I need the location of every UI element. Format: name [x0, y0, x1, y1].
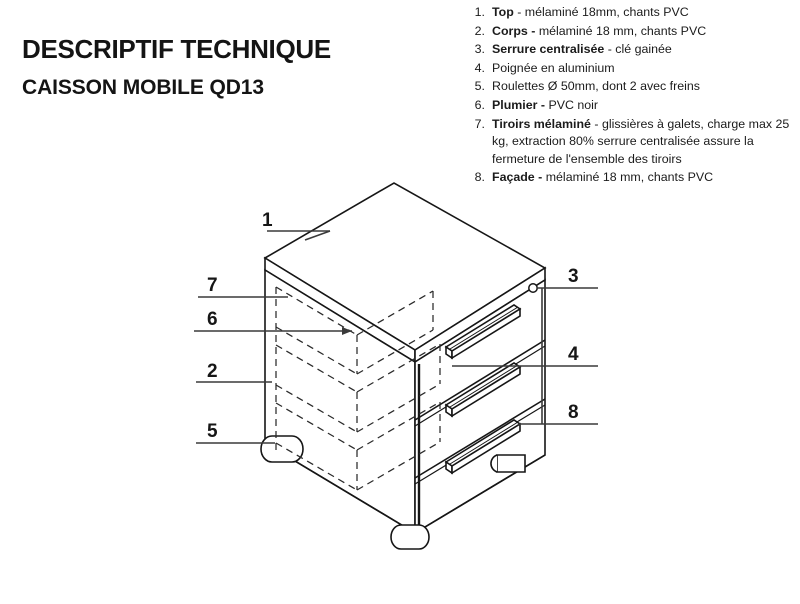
list-item-text: Top - mélaminé 18mm, chants PVC: [492, 4, 796, 22]
list-item-bold: Serrure centralisée: [492, 42, 605, 57]
callout-1: 1: [262, 210, 273, 231]
list-item-number: 4.: [474, 60, 485, 75]
caster-front-left: [260, 435, 304, 463]
list-item-rest: Poignée en aluminium: [492, 60, 615, 75]
list-item-rest: - mélaminé 18mm, chants PVC: [513, 5, 689, 19]
list-item: 6. Plumier - PVC noir: [466, 97, 796, 115]
drawer-divider-2: [414, 398, 546, 479]
list-item-text: Corps - mélaminé 18 mm, chants PVC: [492, 23, 796, 41]
list-item-rest: mélaminé 18 mm, chants PVC: [542, 170, 714, 185]
caster-front-right: [390, 524, 430, 550]
callout-8: 8: [568, 402, 579, 423]
drawer-divider-1: [414, 339, 546, 421]
leader-arrow-6: [342, 327, 352, 335]
list-item-number: 1.: [474, 5, 485, 19]
specification-list: 1. Top - mélaminé 18mm, chants PVC 2. Co…: [466, 4, 796, 188]
central-lock-icon: [528, 283, 538, 293]
callout-2: 2: [207, 361, 218, 382]
list-item-text: Serrure centralisée - clé gainée: [492, 41, 796, 59]
list-item-rest: mélaminé 18 mm, chants PVC: [535, 23, 707, 38]
handle-2: [444, 362, 522, 418]
callout-6: 6: [207, 309, 218, 330]
list-item-number: 2.: [474, 23, 485, 38]
list-item-rest: - clé gainée: [604, 42, 672, 57]
leader-line-1b: [304, 230, 331, 241]
list-item-bold: Corps -: [492, 23, 536, 38]
callout-4: 4: [568, 344, 579, 365]
list-item-number: 5.: [474, 79, 485, 94]
list-item: 5. Roulettes Ø 50mm, dont 2 avec freins: [466, 78, 796, 96]
list-item-rest: PVC noir: [545, 97, 599, 112]
list-item-rest: Roulettes Ø 50mm, dont 2 avec freins: [492, 79, 700, 94]
list-item: 2. Corps - mélaminé 18 mm, chants PVC: [466, 23, 796, 41]
list-item-bold: Tiroirs mélaminé: [492, 116, 591, 131]
callout-3: 3: [568, 266, 579, 287]
list-item: 7. Tiroirs mélaminé - glissières à galet…: [466, 116, 796, 169]
list-item-rest: - glissières à galets, charge max 25 kg,…: [492, 116, 790, 166]
list-item: 4. Poignée en aluminium: [466, 60, 796, 78]
title-block: DESCRIPTIF TECHNIQUE CAISSON MOBILE QD13: [22, 34, 442, 100]
callout-7: 7: [207, 275, 218, 296]
list-item-text: Tiroirs mélaminé - glissières à galets, …: [492, 116, 796, 169]
list-item-number: 7.: [474, 116, 485, 131]
caster-rear-right: [490, 454, 526, 473]
list-item-text: Poignée en aluminium: [492, 60, 796, 78]
handle-1: [444, 304, 522, 360]
list-item-text: Façade - mélaminé 18 mm, chants PVC: [492, 169, 796, 187]
handle-3: [444, 419, 522, 475]
list-item-number: 6.: [474, 97, 485, 112]
list-item: 3. Serrure centralisée - clé gainée: [466, 41, 796, 59]
hidden-drawer-outlines: [275, 286, 441, 491]
list-item-bold: Top: [492, 5, 514, 19]
list-item-bold: Plumier -: [492, 97, 546, 112]
list-item-number: 8.: [474, 170, 485, 185]
list-item-bold: Façade -: [492, 170, 543, 185]
list-item-text: Plumier - PVC noir: [492, 97, 796, 115]
callout-5: 5: [207, 421, 218, 442]
list-item: 8. Façade - mélaminé 18 mm, chants PVC: [466, 169, 796, 187]
list-item-number: 3.: [474, 42, 485, 57]
page-title: DESCRIPTIF TECHNIQUE: [22, 34, 331, 64]
list-item-text: Roulettes Ø 50mm, dont 2 avec freins: [492, 78, 796, 96]
page-subtitle: CAISSON MOBILE QD13: [22, 76, 264, 100]
list-item: 1. Top - mélaminé 18mm, chants PVC: [466, 4, 796, 22]
